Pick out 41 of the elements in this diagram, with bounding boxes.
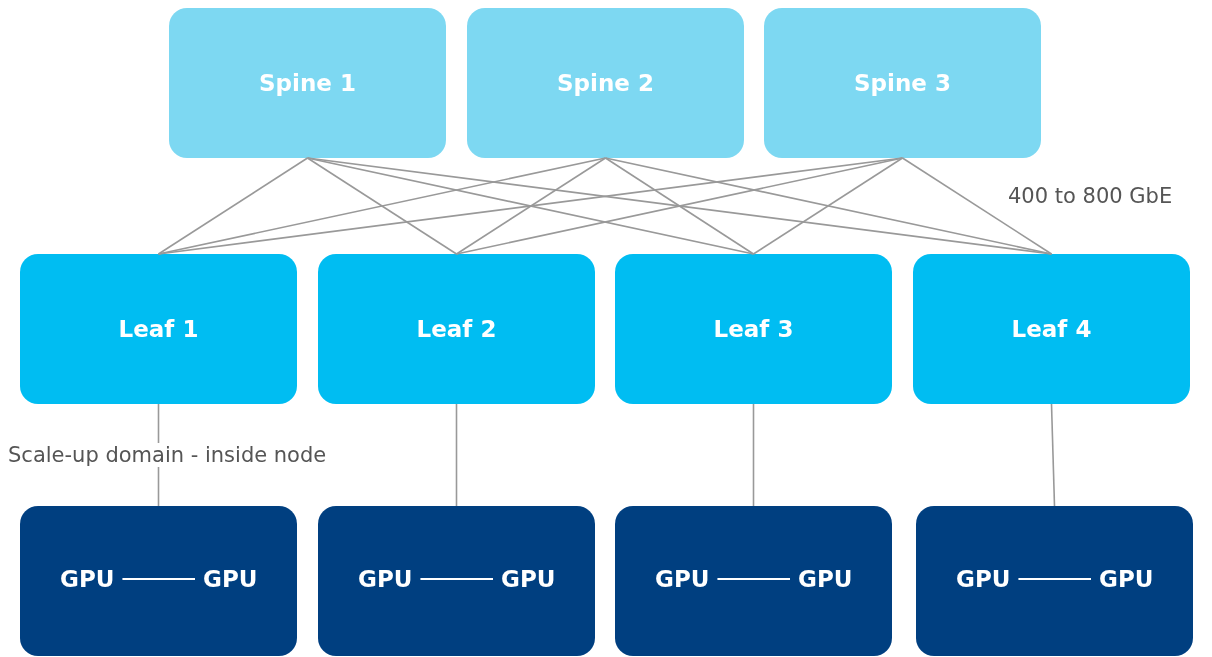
node-label: Spine 1 bbox=[259, 70, 356, 96]
link-line bbox=[121, 578, 196, 580]
connector-line bbox=[455, 403, 458, 507]
gpu-label: GPU bbox=[956, 566, 1011, 592]
connector-line bbox=[306, 157, 458, 255]
spine-box bbox=[764, 8, 1041, 158]
connector-line bbox=[604, 157, 755, 255]
domain-note: Scale-up domain - inside node bbox=[8, 443, 327, 467]
connector-line bbox=[752, 157, 904, 255]
node-label: Leaf 2 bbox=[416, 316, 497, 342]
gpu-label: GPU bbox=[203, 566, 258, 592]
node-label: Spine 2 bbox=[557, 70, 654, 96]
connector-line bbox=[604, 157, 1053, 255]
gpu-label: GPU bbox=[798, 566, 853, 592]
connector-line bbox=[157, 157, 309, 255]
connector-line bbox=[1050, 403, 1056, 507]
connector-line bbox=[455, 157, 607, 255]
server-node-box bbox=[916, 506, 1193, 656]
leaf-box bbox=[20, 254, 297, 404]
leaf-box bbox=[913, 254, 1190, 404]
server-node-box bbox=[20, 506, 297, 656]
node-label: Leaf 1 bbox=[118, 316, 199, 342]
gpu-label: GPU bbox=[655, 566, 710, 592]
server-node-box bbox=[615, 506, 892, 656]
gpu-label: GPU bbox=[60, 566, 115, 592]
node-label: Leaf 3 bbox=[713, 316, 794, 342]
link-line bbox=[1017, 578, 1092, 580]
gpu-label: GPU bbox=[358, 566, 413, 592]
spine-box bbox=[467, 8, 744, 158]
gpu-label: GPU bbox=[501, 566, 556, 592]
node-label: Spine 3 bbox=[854, 70, 951, 96]
leaf-box bbox=[615, 254, 892, 404]
spine-box bbox=[169, 8, 446, 158]
node-label: Leaf 4 bbox=[1011, 316, 1092, 342]
connector-line bbox=[901, 157, 1053, 255]
server-node-box bbox=[318, 506, 595, 656]
link-line bbox=[419, 578, 494, 580]
gpu-label: GPU bbox=[1099, 566, 1154, 592]
link-line bbox=[716, 578, 791, 580]
leaf-box bbox=[318, 254, 595, 404]
connector-line bbox=[752, 403, 755, 507]
